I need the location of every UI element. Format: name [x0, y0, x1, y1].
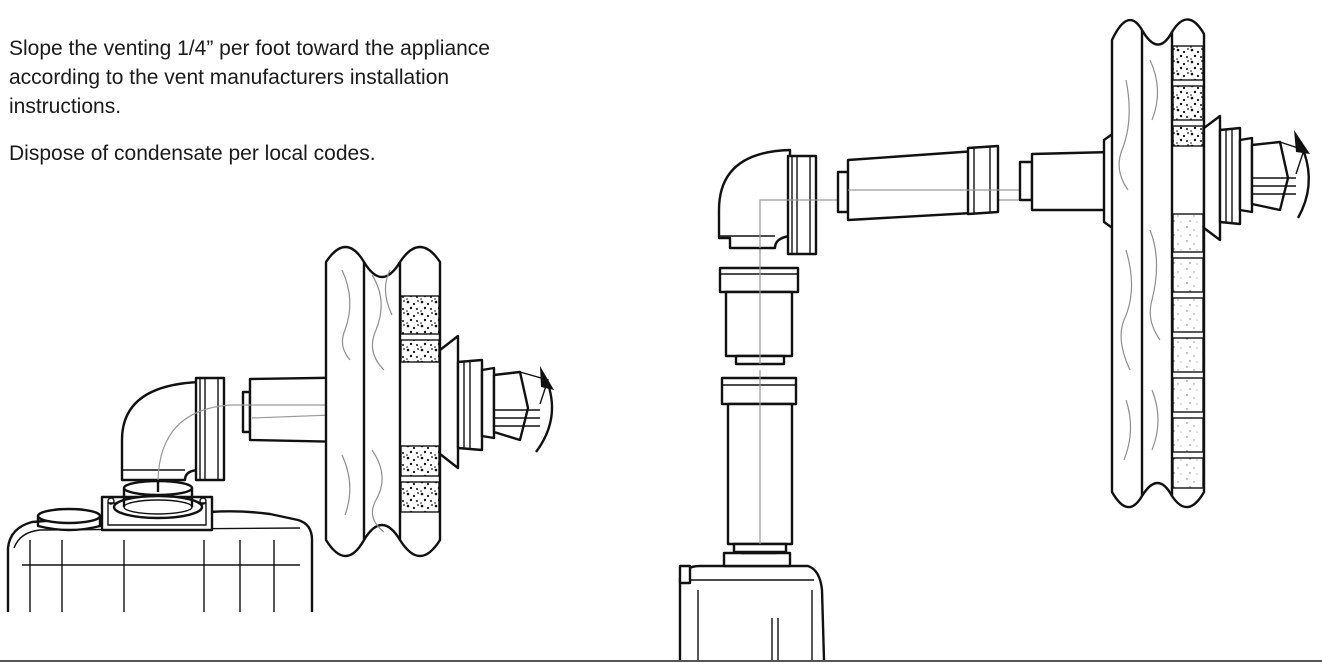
left-wall — [324, 245, 442, 558]
left-rotation-arrow — [535, 383, 554, 453]
left-elbow — [120, 376, 231, 492]
right-rotation-arrow — [1296, 151, 1310, 219]
slope-instruction: Slope the venting 1/4” per foot toward t… — [9, 37, 490, 118]
right-elbow — [717, 148, 1020, 256]
right-appliance — [678, 542, 826, 661]
bottom-rule — [0, 660, 1322, 662]
right-upper-pipe — [718, 248, 800, 366]
right-middle-pipe — [836, 144, 1020, 222]
right-installation — [678, 18, 1310, 661]
left-appliance — [6, 479, 314, 612]
right-termination-cap — [1202, 114, 1305, 242]
left-arrow-head — [540, 366, 554, 390]
condensate-instruction: Dispose of condensate per local codes. — [9, 142, 376, 165]
left-termination-cap — [438, 334, 549, 470]
left-installation — [6, 245, 554, 612]
right-arrow-head — [1294, 130, 1310, 154]
right-wall — [1110, 18, 1206, 509]
right-wall-pipe — [1018, 128, 1120, 234]
right-lower-pipe — [720, 370, 798, 554]
instruction-text: Slope the venting 1/4” per foot toward t… — [9, 34, 549, 168]
